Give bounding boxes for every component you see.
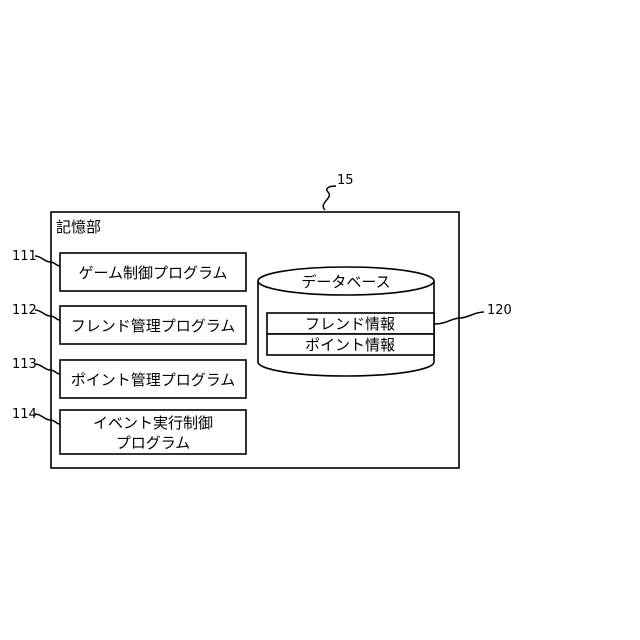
- database-cylinder: データベース フレンド情報 ポイント情報: [258, 267, 434, 376]
- program-module-friend-management: フレンド管理プログラム: [60, 306, 246, 344]
- program-ref-112: 112: [12, 303, 37, 318]
- storage-unit-leader: [323, 186, 336, 210]
- program-module-game-control: ゲーム制御プログラム: [60, 253, 246, 291]
- program-ref-113: 113: [12, 357, 37, 372]
- program-module-event-execution-control: イベント実行制御 プログラム: [60, 410, 246, 454]
- storage-unit-title: 記憶部: [56, 218, 101, 236]
- database-ref: 120: [487, 303, 512, 318]
- program-ref-114: 114: [12, 407, 37, 422]
- program-label: ゲーム制御プログラム: [78, 264, 227, 282]
- database-record-label: ポイント情報: [305, 336, 395, 354]
- program-label: ポイント管理プログラム: [71, 371, 236, 389]
- database-title: データベース: [301, 273, 390, 291]
- database-record-label: フレンド情報: [305, 315, 395, 333]
- program-label-line-2: プログラム: [116, 434, 191, 452]
- program-ref-111: 111: [12, 249, 37, 264]
- program-label: フレンド管理プログラム: [71, 317, 236, 335]
- program-module-point-management: ポイント管理プログラム: [60, 360, 246, 398]
- program-label-line-1: イベント実行制御: [93, 414, 213, 432]
- storage-unit-ref: 15: [337, 173, 354, 188]
